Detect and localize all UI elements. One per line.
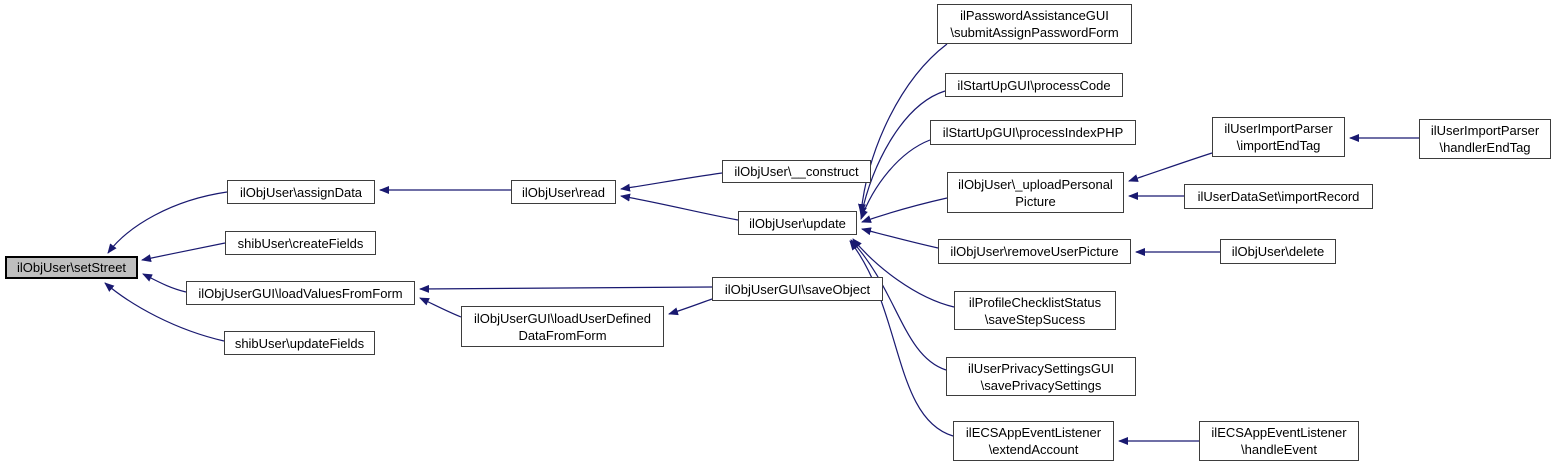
node-savePrivacySettings-label-0: ilUserPrivacySettingsGUI [968,360,1114,376]
edge-update-to-read [620,193,739,221]
edge-loadUserDefinedDataFromForm-to-loadValuesFromForm [419,297,462,318]
node-uploadPersonalPicture-label-1: Picture [1015,193,1056,209]
node-saveObject-label-0: ilObjUserGUI\saveObject [724,281,871,297]
node-savePrivacySettings-label-1: \savePrivacySettings [980,377,1102,393]
node-updateFields-label-0: shibUser\updateFields [234,335,365,351]
edge-loadValuesFromForm-to-setStreet [142,273,187,293]
node-construct-label-0: ilObjUser\__construct [734,164,859,179]
node-read-label-0: ilObjUser\read [521,184,606,200]
node-setStreet-label-0: ilObjUser\setStreet [16,260,127,275]
node-loadValuesFromForm[interactable]: ilObjUserGUI\loadValuesFromForm [186,281,415,305]
node-removeUserPicture-label-0: ilObjUser\removeUserPicture [950,244,1119,259]
node-extendAccount[interactable]: ilECSAppEventListener \extendAccount [953,421,1114,461]
node-handlerEndTag-label-0: ilUserImportParser [1430,123,1540,138]
edge-processIndexPHP-to-update [860,139,931,220]
node-assignData-label-0: ilObjUser\assignData [239,184,363,200]
node-update-label-0: ilObjUser\update [749,215,846,231]
node-submitAssignPasswordForm-label-0: ilPasswordAssistanceGUI [960,8,1109,23]
node-importEndTag-label-1: \importEndTag [1236,138,1321,153]
node-delete-label-0: ilObjUser\delete [1231,244,1325,259]
node-setStreet: ilObjUser\setStreet [5,256,138,279]
node-loadUserDefinedDataFromForm-label-0: ilObjUserGUI\loadUserDefined [473,310,651,326]
node-read[interactable]: ilObjUser\read [511,180,616,204]
edge-construct-to-read [620,172,723,192]
node-loadValuesFromForm-label-0: ilObjUserGUI\loadValuesFromForm [198,285,403,301]
node-uploadPersonalPicture-label-0: ilObjUser\_uploadPersonal [958,176,1113,192]
node-submitAssignPasswordForm-label-1: \submitAssignPasswordForm [950,25,1119,40]
node-extendAccount-label-1: \extendAccount [988,442,1079,457]
edge-createFields-to-setStreet [141,242,226,263]
node-delete[interactable]: ilObjUser\delete [1220,239,1336,264]
node-saveStepSucess-label-0: ilProfileChecklistStatus [968,294,1102,310]
edge-assignData-to-setStreet [107,191,228,254]
node-processCode[interactable]: ilStartUpGUI\processCode [945,73,1123,97]
node-handleEvent[interactable]: ilECSAppEventListener \handleEvent [1199,421,1359,461]
edge-saveObject-to-loadUserDefinedDataFromForm [668,298,713,316]
node-update[interactable]: ilObjUser\update [738,211,857,235]
node-importEndTag-label-0: ilUserImportParser [1224,121,1333,136]
node-construct[interactable]: ilObjUser\__construct [722,160,871,183]
node-submitAssignPasswordForm[interactable]: ilPasswordAssistanceGUI \submitAssignPass… [937,4,1132,44]
node-handleEvent-label-1: \handleEvent [1241,442,1317,457]
node-importEndTag[interactable]: ilUserImportParser \importEndTag [1212,117,1345,157]
node-handleEvent-label-0: ilECSAppEventListener [1211,425,1347,440]
node-createFields-label-0: shibUser\createFields [237,235,364,251]
node-saveObject[interactable]: ilObjUserGUI\saveObject [712,277,883,301]
node-processIndexPHP-label-0: ilStartUpGUI\processIndexPHP [942,125,1124,140]
node-handlerEndTag-label-1: \handlerEndTag [1439,140,1531,155]
node-saveStepSucess-label-1: \saveStepSucess [984,311,1086,327]
node-importRecord-label-0: ilUserDataSet\importRecord [1197,189,1360,204]
node-savePrivacySettings[interactable]: ilUserPrivacySettingsGUI\savePrivacySett… [946,357,1136,396]
edge-removeUserPicture-to-update [861,227,939,249]
node-updateFields[interactable]: shibUser\updateFields [224,331,375,355]
node-extendAccount-label-0: ilECSAppEventListener [965,425,1102,440]
edge-importEndTag-to-uploadPersonalPicture [1128,152,1213,182]
edge-processCode-to-update [859,90,946,217]
node-handlerEndTag[interactable]: ilUserImportParser \handlerEndTag [1419,119,1551,159]
node-createFields[interactable]: shibUser\createFields [225,231,376,255]
node-loadUserDefinedDataFromForm-label-1: DataFromForm [518,327,607,343]
node-removeUserPicture[interactable]: ilObjUser\removeUserPicture [938,239,1131,264]
node-processCode-label-0: ilStartUpGUI\processCode [957,77,1111,93]
node-processIndexPHP[interactable]: ilStartUpGUI\processIndexPHP [930,120,1136,145]
node-assignData[interactable]: ilObjUser\assignData [227,180,375,204]
node-importRecord[interactable]: ilUserDataSet\importRecord [1184,184,1373,209]
edge-uploadPersonalPicture-to-update [861,197,948,223]
edge-saveObject-to-loadValuesFromForm [419,284,713,293]
edge-extendAccount-to-update [849,240,954,437]
edge-savePrivacySettings-to-update [850,239,947,371]
node-saveStepSucess[interactable]: ilProfileChecklistStatus\saveStepSucess [954,291,1116,330]
